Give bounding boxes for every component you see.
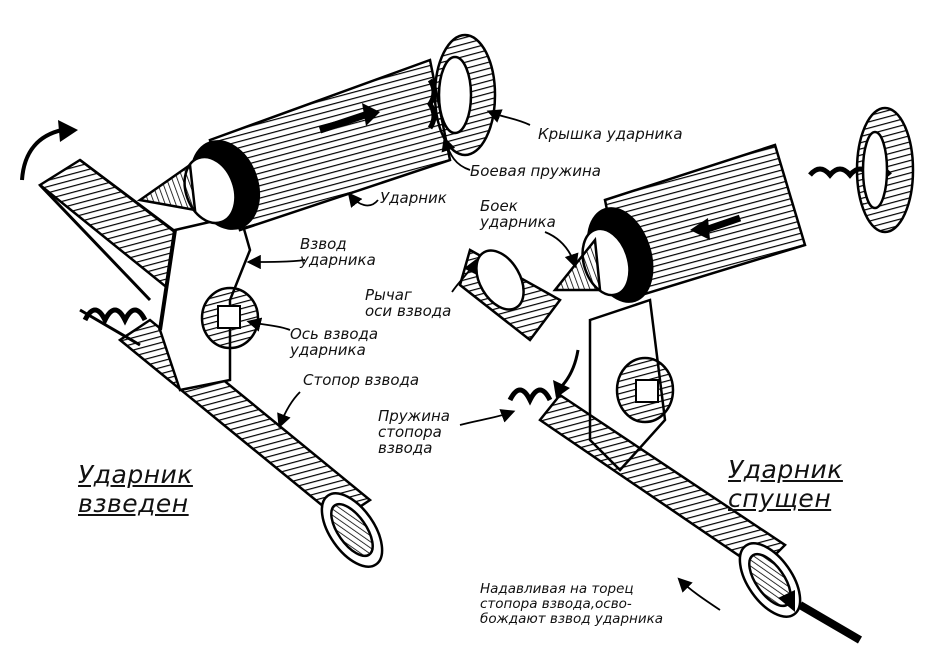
label-cocking-axis-line2: ударника	[290, 341, 366, 359]
label-firing-pin-line1: Боек	[480, 197, 518, 215]
label-cocking-piece: Взвод ударника	[300, 236, 376, 268]
label-cocking-axis-line1: Ось взвода	[290, 325, 379, 343]
label-cocking-axis: Ось взвода ударника	[290, 326, 378, 358]
title-released: Ударник спущен	[728, 455, 843, 513]
label-cocking-stopper: Стопор взвода	[303, 371, 420, 389]
label-lever-line1: Рычаг	[365, 286, 412, 304]
title-cocked: Ударник взведен	[78, 460, 193, 518]
label-lever: Рычаг оси взвода	[365, 287, 451, 319]
label-press-note-line3: бождают взвод ударника	[480, 611, 664, 627]
label-stopper-spring-line1: Пружина	[378, 407, 450, 425]
label-cocking-piece-line1: Взвод	[300, 235, 347, 253]
title-released-line1: Ударник	[728, 455, 843, 484]
label-striker-left: Ударник	[380, 189, 447, 207]
label-striker-cap: Крышка ударника	[538, 125, 683, 143]
label-lever-line2: оси взвода	[365, 302, 452, 320]
label-cocking-piece-line2: ударника	[300, 251, 376, 269]
label-press-note: Надавливая на торец стопора взвода,осво-…	[480, 582, 710, 627]
title-cocked-line1: Ударник	[78, 460, 193, 489]
released-assembly	[458, 106, 915, 644]
label-stopper-spring-line2: стопора	[378, 423, 442, 441]
leader-lines	[246, 109, 721, 611]
label-press-note-line1: Надавливая на торец	[480, 581, 634, 597]
label-press-note-line2: стопора взвода,осво-	[480, 596, 632, 612]
label-main-spring: Боевая пружина	[470, 162, 601, 180]
title-released-line2: спущен	[728, 484, 832, 513]
label-stopper-spring: Пружина стопора взвода	[378, 408, 450, 456]
label-firing-pin: Боек ударника	[480, 198, 556, 230]
label-stopper-spring-line3: взвода	[378, 439, 433, 457]
title-cocked-line2: взведен	[78, 489, 189, 518]
label-firing-pin-line2: ударника	[480, 213, 556, 231]
cocked-assembly	[20, 33, 497, 568]
